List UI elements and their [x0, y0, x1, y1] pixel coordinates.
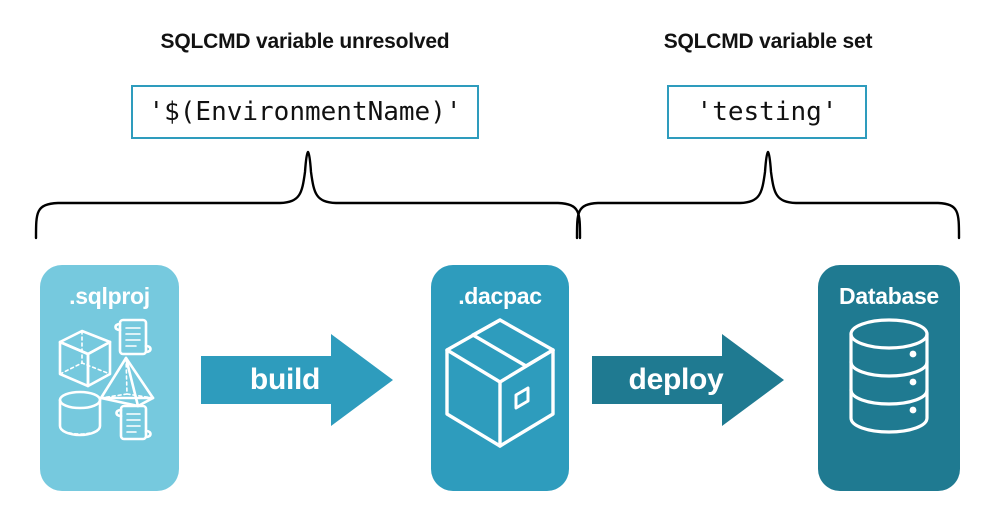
stage-box-dacpac: .dacpac — [431, 265, 569, 491]
arrow-shape-build — [201, 334, 393, 426]
package-box-icon — [445, 318, 555, 448]
cube-icon — [58, 329, 111, 388]
sqlproj-artwork — [50, 314, 170, 449]
scroll-icon — [113, 318, 152, 356]
arrow-deploy: deploy — [590, 330, 786, 435]
curly-brace-deploy-phase — [575, 150, 961, 240]
arrow-label-deploy: deploy — [628, 363, 724, 396]
stage-box-database: Database — [818, 265, 960, 491]
code-value-box-unresolved: '$(EnvironmentName)' — [131, 85, 479, 139]
section-heading-deploy-phase: SQLCMD variable set — [663, 30, 873, 53]
stage-label-database: Database — [839, 283, 939, 309]
code-value-box-set: 'testing' — [667, 85, 867, 139]
stage-label-sqlproj: .sqlproj — [69, 283, 150, 309]
stage-box-sqlproj: .sqlproj — [40, 265, 179, 491]
arrow-label-build: build — [249, 363, 321, 396]
cylinder-icon — [58, 390, 101, 437]
pyramid-icon — [99, 356, 154, 408]
scroll-icon — [114, 404, 152, 441]
database-artwork — [834, 314, 944, 449]
database-cylinder-icon — [849, 318, 929, 434]
dacpac-artwork — [440, 314, 560, 459]
stage-label-dacpac: .dacpac — [458, 283, 542, 309]
arrow-shape-deploy — [592, 334, 784, 426]
section-heading-build-phase: SQLCMD variable unresolved — [160, 30, 450, 53]
curly-brace-build-phase — [34, 150, 582, 240]
arrow-build: build — [199, 330, 395, 435]
